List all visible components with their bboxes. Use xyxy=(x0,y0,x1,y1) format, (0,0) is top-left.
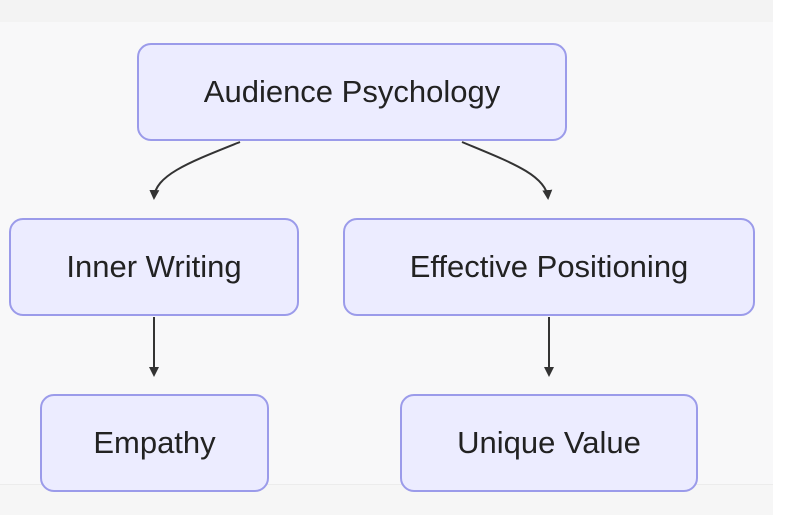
node-audience-psychology: Audience Psychology xyxy=(137,43,567,141)
node-inner-writing: Inner Writing xyxy=(9,218,299,316)
node-label: Inner Writing xyxy=(66,249,242,284)
node-label: Audience Psychology xyxy=(203,74,501,109)
edge-root-to-inner xyxy=(149,141,241,200)
node-empathy: Empathy xyxy=(40,394,269,492)
node-effective-positioning: Effective Positioning xyxy=(343,218,755,316)
node-label: Effective Positioning xyxy=(409,249,689,284)
node-label: Empathy xyxy=(93,425,216,460)
node-label: Unique Value xyxy=(457,425,641,460)
node-unique-value: Unique Value xyxy=(400,394,698,492)
edge-root-to-effective xyxy=(461,141,553,200)
top-band xyxy=(0,0,773,22)
